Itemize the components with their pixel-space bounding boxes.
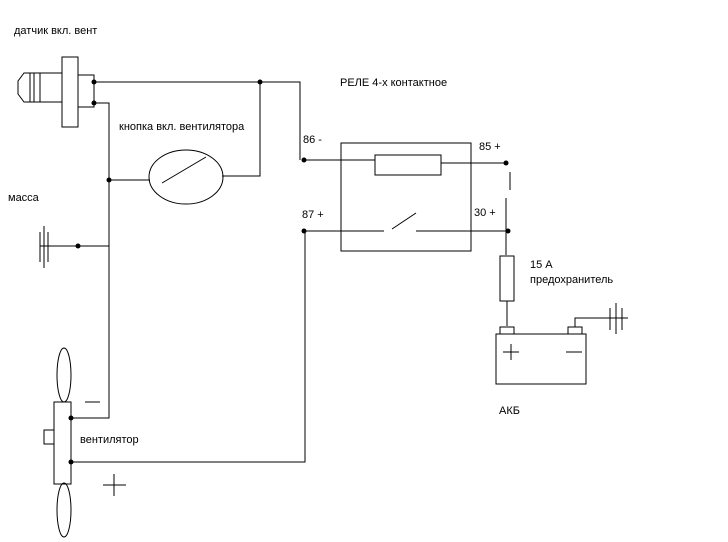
battery	[495, 326, 587, 385]
relay-4-pin	[305, 142, 508, 252]
wire-sensor-to-relay-86	[94, 81, 301, 160]
pin-86-label: 86 -	[303, 134, 322, 146]
fan-motor	[43, 347, 72, 538]
relay-label: РЕЛЕ 4-х контактное	[340, 77, 447, 89]
wire-sensor-to-ground	[73, 102, 110, 419]
fuse-15a	[499, 255, 515, 326]
pin-85-label: 85 +	[479, 141, 501, 153]
wire-fan-to-relay-87	[71, 231, 306, 463]
ground-symbol	[39, 226, 109, 268]
wire-relay-to-fuse	[505, 172, 511, 255]
pin-30-label: 30 +	[474, 207, 496, 219]
fan-sensor	[17, 56, 95, 128]
button-label: кнопка вкл. вентилятора	[119, 121, 245, 133]
fan-plus-sign	[103, 474, 126, 496]
fuse-rating-label: 15 А	[530, 259, 553, 271]
sensor-label: датчик вкл. вент	[14, 25, 97, 37]
fan-label: вентилятор	[80, 434, 139, 446]
battery-label: АКБ	[499, 405, 520, 417]
pin-87-label: 87 +	[302, 209, 324, 221]
ground-label: масса	[8, 192, 40, 204]
battery-ground	[574, 303, 628, 334]
fuse-name-label: предохранитель	[530, 274, 613, 286]
fan-button	[109, 82, 261, 205]
